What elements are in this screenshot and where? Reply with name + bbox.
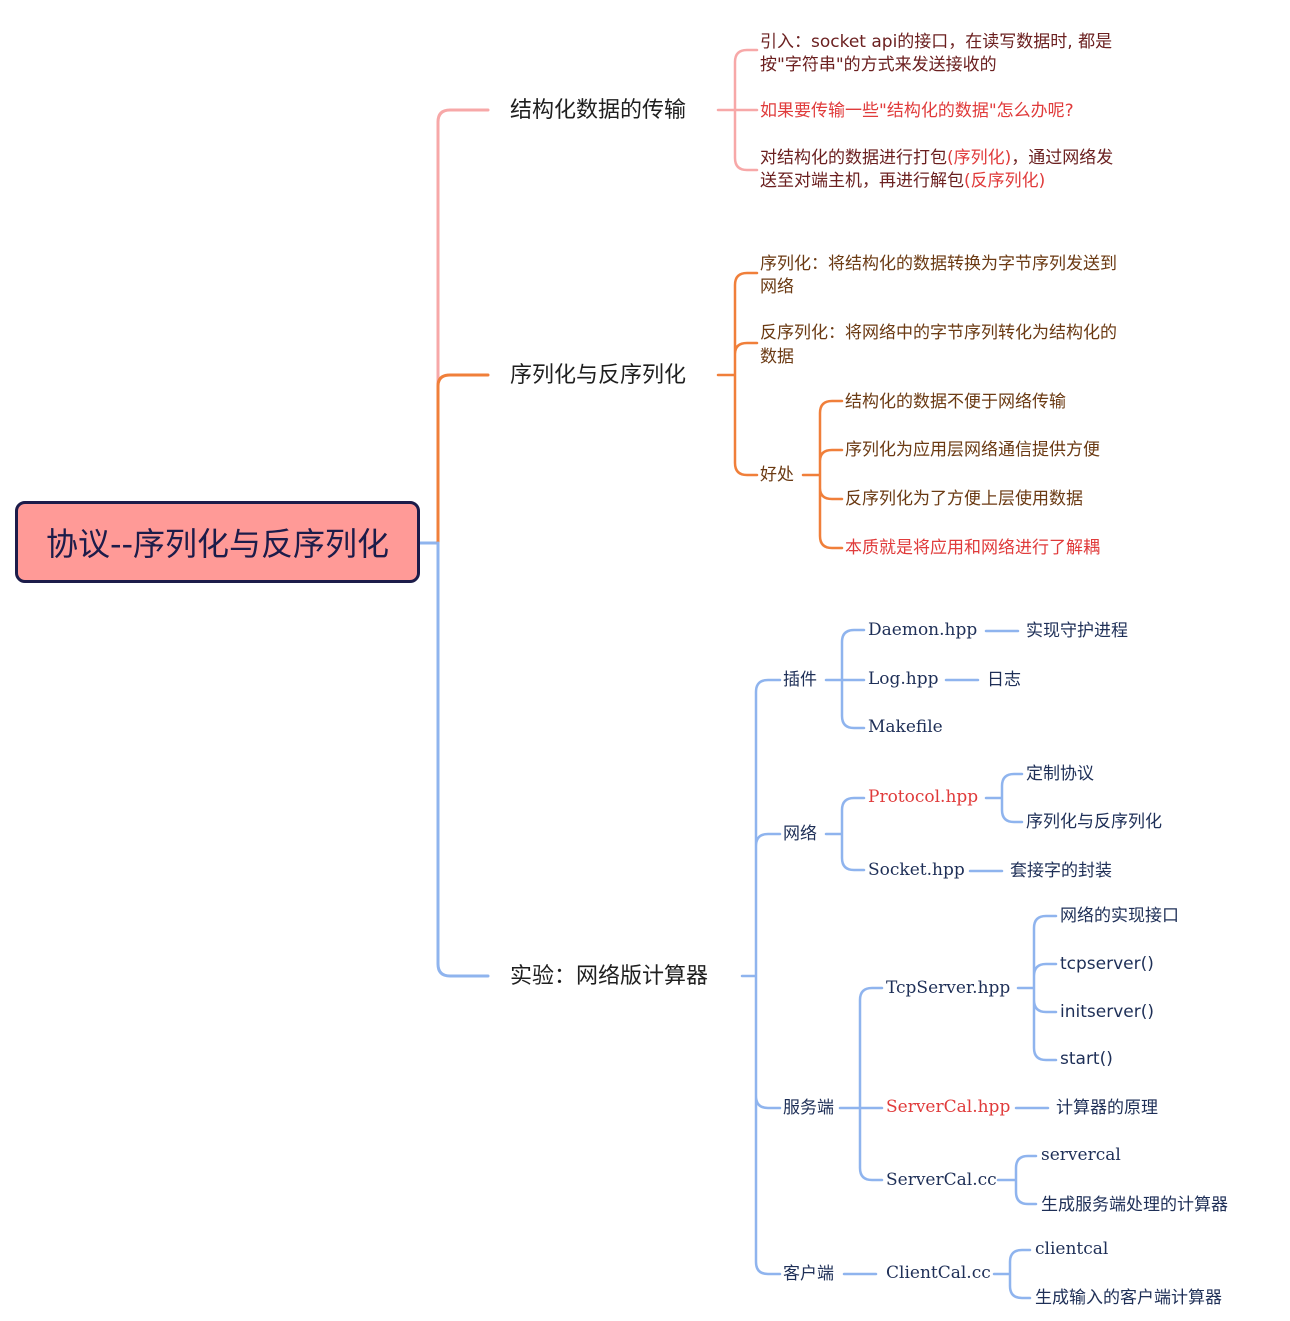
branch3-children-connector	[740, 678, 782, 1276]
tcp-children-connector	[1016, 914, 1058, 1062]
log-hpp-node[interactable]: Log.hpp	[868, 669, 939, 689]
benefit-item-2: 序列化为应用层网络通信提供方便	[845, 440, 1100, 460]
servercal-hpp-desc: 计算器的原理	[1056, 1098, 1158, 1118]
branch1-item1-line2: 按"字符串"的方式来发送接收的	[760, 55, 997, 75]
socket-desc: 套接字的封装	[1010, 861, 1112, 881]
benefit-item-1: 结构化的数据不便于网络传输	[845, 392, 1066, 412]
network-node[interactable]: 网络	[783, 824, 817, 844]
item3-text-c: ，通过网络发	[1011, 148, 1114, 168]
branch3-connector	[436, 541, 490, 978]
branch3-node[interactable]: 实验：网络版计算器	[510, 964, 709, 989]
plugins-desc-connector	[944, 629, 1020, 682]
branch2-children-connector	[716, 271, 759, 477]
benefit-item-4: 本质就是将应用和网络进行了解耦	[845, 538, 1100, 558]
branch2-item1-line1: 序列化：将结构化的数据转换为字节序列发送到	[760, 254, 1117, 274]
item3-text-a: 对结构化的数据进行打包	[760, 148, 947, 168]
servercal-cc-children-connector	[996, 1154, 1038, 1206]
protocol-children-connector	[984, 772, 1024, 824]
servercal-cc-child-1: servercal	[1041, 1145, 1121, 1165]
daemon-desc: 实现守护进程	[1026, 621, 1128, 641]
root-label: 协议--序列化与反序列化	[45, 525, 390, 563]
server-node[interactable]: 服务端	[783, 1098, 834, 1118]
benefit-children-connector	[801, 399, 844, 550]
makefile-node[interactable]: Makefile	[868, 717, 943, 737]
branch1-item3-line1: 对结构化的数据进行打包(序列化)，通过网络发	[760, 147, 1113, 170]
branch2-item2-line1: 反序列化：将网络中的字节序列转化为结构化的	[760, 323, 1117, 343]
clientcal-child-2: 生成输入的客户端计算器	[1035, 1288, 1222, 1308]
branch2-item1-line2: 网络	[760, 277, 794, 297]
branch1-item1-line1: 引入：socket api的接口，在读写数据时, 都是	[760, 32, 1113, 52]
clientcal-child-1: clientcal	[1035, 1239, 1109, 1259]
benefit-node[interactable]: 好处	[760, 465, 794, 485]
root-node[interactable]: 协议--序列化与反序列化	[15, 501, 420, 583]
tcp-child-1: 网络的实现接口	[1060, 906, 1179, 926]
log-desc: 日志	[987, 670, 1021, 690]
branch1-item2: 如果要传输一些"结构化的数据"怎么办呢?	[760, 101, 1074, 121]
branch1-children-connector	[716, 48, 759, 172]
server-children-connector	[838, 986, 884, 1182]
branch1-item3-line2: 送至对端主机，再进行解包(反序列化)	[760, 170, 1045, 193]
tcpserver-hpp-node[interactable]: TcpServer.hpp	[886, 978, 1011, 998]
branch2-item2-line2: 数据	[760, 347, 794, 367]
clientcal-children-connector	[992, 1248, 1032, 1300]
protocol-child-2: 序列化与反序列化	[1026, 812, 1162, 832]
servercal-cc-node[interactable]: ServerCal.cc	[886, 1170, 997, 1190]
tcp-child-2: tcpserver()	[1060, 954, 1154, 974]
benefit-item-3: 反序列化为了方便上层使用数据	[845, 489, 1083, 509]
branch2-node[interactable]: 序列化与反序列化	[510, 363, 687, 388]
plugins-children-connector	[824, 628, 866, 730]
plugins-node[interactable]: 插件	[783, 670, 817, 690]
tcp-child-3: initserver()	[1060, 1002, 1154, 1022]
servercal-hpp-node[interactable]: ServerCal.hpp	[886, 1097, 1011, 1117]
item3-highlight-serialize: (序列化)	[947, 148, 1012, 168]
tcp-child-4: start()	[1060, 1049, 1113, 1069]
branch1-node[interactable]: 结构化数据的传输	[510, 98, 687, 123]
item3-text-d: 送至对端主机，再进行解包	[760, 171, 964, 191]
servercal-cc-child-2: 生成服务端处理的计算器	[1041, 1195, 1228, 1215]
branch1-connector	[436, 108, 490, 545]
protocol-hpp-node[interactable]: Protocol.hpp	[868, 787, 979, 807]
daemon-hpp-node[interactable]: Daemon.hpp	[868, 620, 978, 640]
protocol-child-1: 定制协议	[1026, 764, 1094, 784]
client-node[interactable]: 客户端	[783, 1264, 834, 1284]
network-children-connector	[824, 796, 866, 872]
item3-highlight-deserialize: (反序列化)	[964, 171, 1046, 191]
socket-hpp-node[interactable]: Socket.hpp	[868, 860, 965, 880]
branch2-connector	[436, 373, 490, 545]
clientcal-cc-node[interactable]: ClientCal.cc	[886, 1263, 991, 1283]
